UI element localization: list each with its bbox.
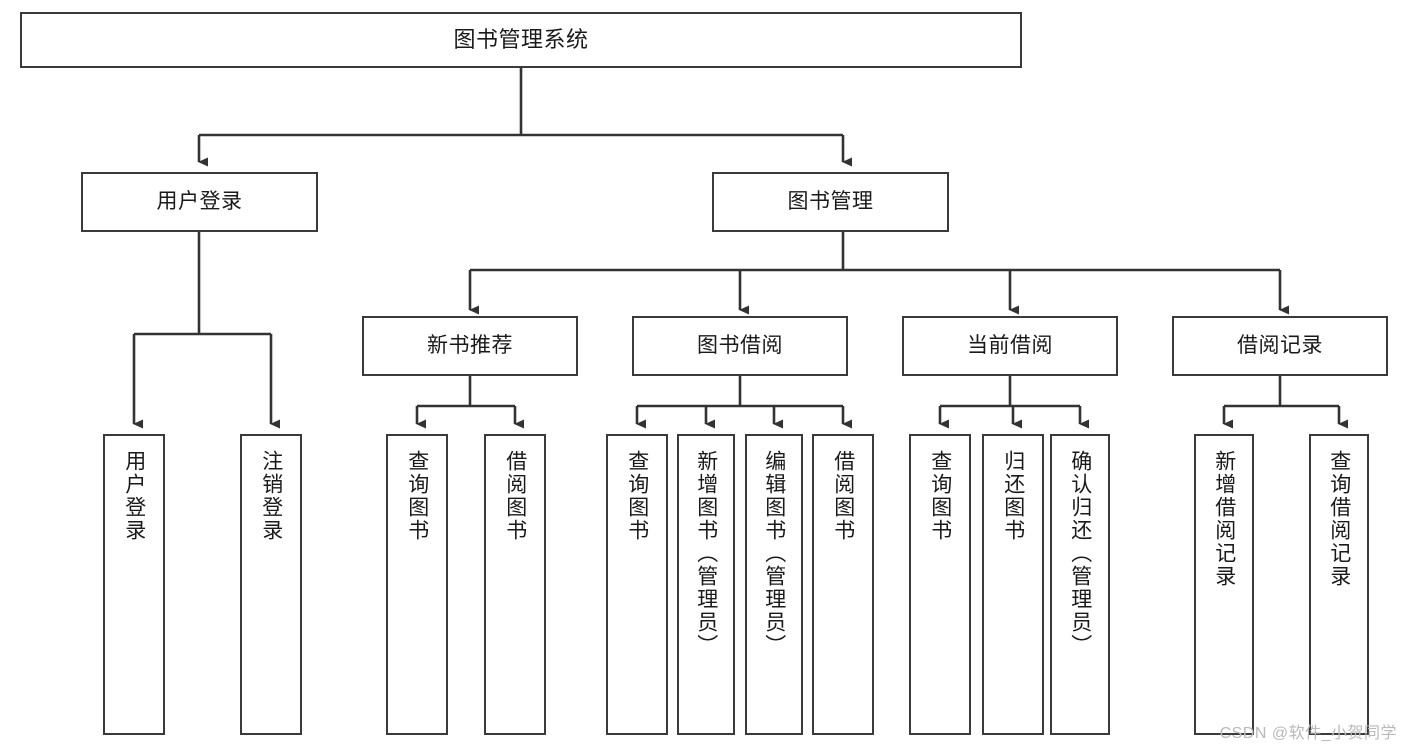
node-label: 归还图书: [1001, 450, 1025, 542]
leaf-query-books-borrow[interactable]: 查询图书: [606, 434, 668, 735]
node-label: 借阅图书: [503, 450, 527, 542]
leaf-query-borrow-record[interactable]: 查询借阅记录: [1309, 434, 1369, 735]
node-label: 图书借阅: [697, 333, 783, 357]
node-label: 借阅图书: [831, 450, 855, 542]
node-label: 图书管理系统: [453, 27, 589, 53]
node-borrowing-record[interactable]: 借阅记录: [1172, 316, 1388, 376]
leaf-logout[interactable]: 注销登录: [240, 434, 302, 735]
node-label: 新书推荐: [427, 333, 513, 357]
node-label: 查询图书: [625, 450, 649, 542]
node-book-management[interactable]: 图书管理: [712, 172, 949, 232]
node-book-borrowing[interactable]: 图书借阅: [632, 316, 848, 376]
node-label: 编辑图书（管理员）: [762, 450, 786, 657]
node-label: 新增借阅记录: [1212, 450, 1236, 588]
leaf-add-book-admin[interactable]: 新增图书（管理员）: [677, 434, 735, 735]
node-label: 查询图书: [405, 450, 429, 542]
node-label: 确认归还（管理员）: [1068, 450, 1092, 657]
leaf-query-books-current[interactable]: 查询图书: [909, 434, 971, 735]
watermark-text: CSDN @软件_小贺同学: [1219, 725, 1397, 742]
leaf-return-books[interactable]: 归还图书: [982, 434, 1044, 735]
node-root-book-management-system[interactable]: 图书管理系统: [20, 12, 1022, 68]
leaf-add-borrow-record[interactable]: 新增借阅记录: [1194, 434, 1254, 735]
leaf-user-login[interactable]: 用户登录: [103, 434, 165, 735]
node-new-book-recommendation[interactable]: 新书推荐: [362, 316, 578, 376]
node-current-borrowing[interactable]: 当前借阅: [902, 316, 1118, 376]
node-label: 注销登录: [259, 450, 283, 542]
node-label: 查询图书: [928, 450, 952, 542]
node-user-login[interactable]: 用户登录: [81, 172, 318, 232]
node-label: 查询借阅记录: [1327, 450, 1351, 588]
leaf-confirm-return-admin[interactable]: 确认归还（管理员）: [1050, 434, 1110, 735]
node-label: 新增图书（管理员）: [694, 450, 718, 657]
leaf-borrow-books-recommend[interactable]: 借阅图书: [484, 434, 546, 735]
leaf-borrow-books[interactable]: 借阅图书: [812, 434, 874, 735]
leaf-query-books-recommend[interactable]: 查询图书: [386, 434, 448, 735]
leaf-edit-book-admin[interactable]: 编辑图书（管理员）: [745, 434, 803, 735]
node-label: 图书管理: [787, 189, 874, 213]
node-label: 当前借阅: [967, 333, 1053, 357]
node-label: 用户登录: [156, 189, 243, 213]
node-label: 用户登录: [122, 450, 146, 542]
node-label: 借阅记录: [1237, 333, 1323, 357]
